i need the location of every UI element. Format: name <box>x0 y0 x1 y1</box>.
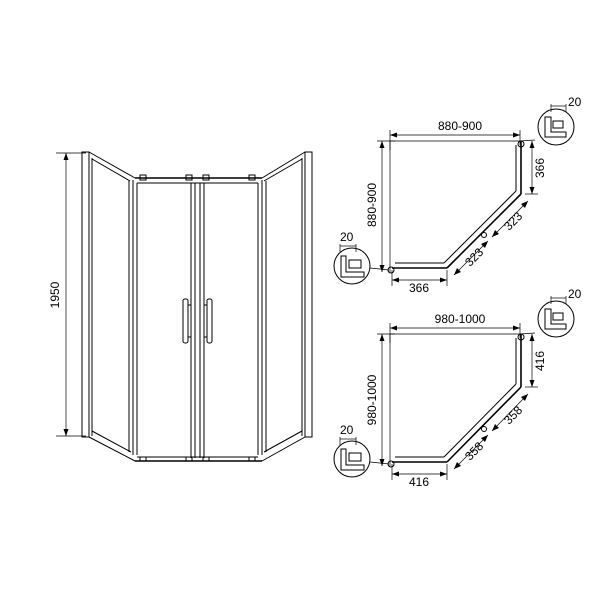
height-label: 1950 <box>48 281 62 308</box>
plan2-profile-left-label: 20 <box>340 423 354 437</box>
plan2-profile-detail-left: 20 <box>333 423 390 478</box>
plan1-profile-detail-left: 20 <box>333 230 390 285</box>
plan2-depth-label: 980-1000 <box>365 374 379 425</box>
left-fixed-panel <box>81 151 136 462</box>
plan1-depth-label: 880-900 <box>365 183 379 227</box>
plan1-width-label: 880-900 <box>438 119 482 133</box>
front-elevation: 1950 <box>48 151 313 462</box>
door-handle-left <box>182 298 191 344</box>
plan1-profile-detail-top: 20 <box>519 95 582 146</box>
plan1-side-right-label: 366 <box>533 158 547 178</box>
plan1-diag-2-label: 323 <box>501 209 525 233</box>
plan-view-980: 980-1000 980-1000 416 416 <box>333 287 582 489</box>
center-sliding-doors <box>135 174 262 462</box>
right-fixed-panel <box>261 151 313 462</box>
plan2-side-right-label: 416 <box>533 351 547 371</box>
plan2-diag-2-label: 358 <box>501 403 525 427</box>
plan-view-880: 880-900 880-900 366 366 <box>333 95 582 295</box>
plan2-width-label: 980-1000 <box>435 312 486 326</box>
plan1-profile-top-label: 20 <box>568 95 582 109</box>
plan2-profile-top-label: 20 <box>568 287 582 301</box>
plan1-side-bottom-label: 366 <box>409 281 429 295</box>
plan2-side-bottom-label: 416 <box>409 475 429 489</box>
door-handle-right <box>204 298 213 344</box>
plan1-profile-left-label: 20 <box>340 230 354 244</box>
height-dimension: 1950 <box>48 152 86 437</box>
plan2-profile-detail-top: 20 <box>519 287 582 338</box>
